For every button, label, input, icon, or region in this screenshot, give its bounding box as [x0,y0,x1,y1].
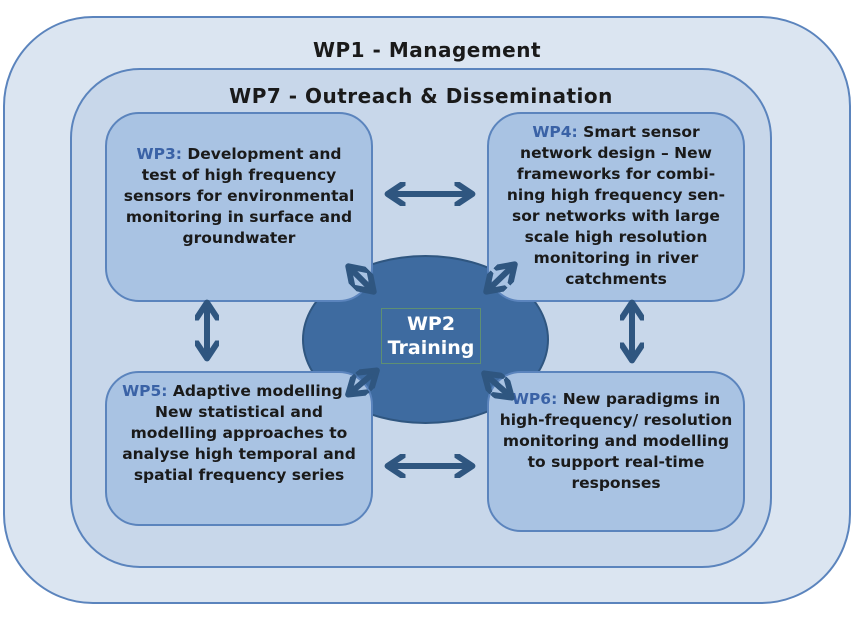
wp5-box: WP5: Adaptive modelling – New statistica… [105,371,373,526]
wp4-box: WP4: Smart sensor network design – New f… [487,112,745,302]
wp2-number: WP2 [406,313,456,335]
wp6-box: WP6: New paradigms in high-frequency/ re… [487,371,745,532]
wp2-name: Training [387,337,475,359]
arrow-wp3-wp2 [350,268,372,290]
wp4-content: WP4: Smart sensor network design – New f… [499,122,733,290]
wp1-title: WP1 - Management [312,38,542,62]
arrow-wp4-wp2 [488,266,513,290]
wp4-number: WP4: [532,123,578,141]
wp4-text: Smart sensor network design – New framew… [506,123,726,288]
wp2-label: WP2 Training [381,308,481,364]
wp3-content: WP3: Development and test of high freque… [117,122,361,249]
wp5-text: Adaptive modelling – New statistical and… [122,382,356,484]
arrow-wp6-wp2 [486,375,510,396]
wp5-content: WP5: Adaptive modelling – New statistica… [117,381,361,486]
wp6-text: New paradigms in high-frequency/ resolut… [499,390,733,492]
wp3-number: WP3: [136,145,182,163]
wp5-number: WP5: [122,382,168,400]
wp6-content: WP6: New paradigms in high-frequency/ re… [499,381,733,494]
arrow-wp5-wp2 [350,372,375,393]
wp7-title: WP7 - Outreach & Dissemination [229,84,613,108]
wp6-number: WP6: [511,390,558,408]
wp3-box: WP3: Development and test of high freque… [105,112,373,302]
wp3-text: Development and test of high frequency s… [123,145,355,247]
